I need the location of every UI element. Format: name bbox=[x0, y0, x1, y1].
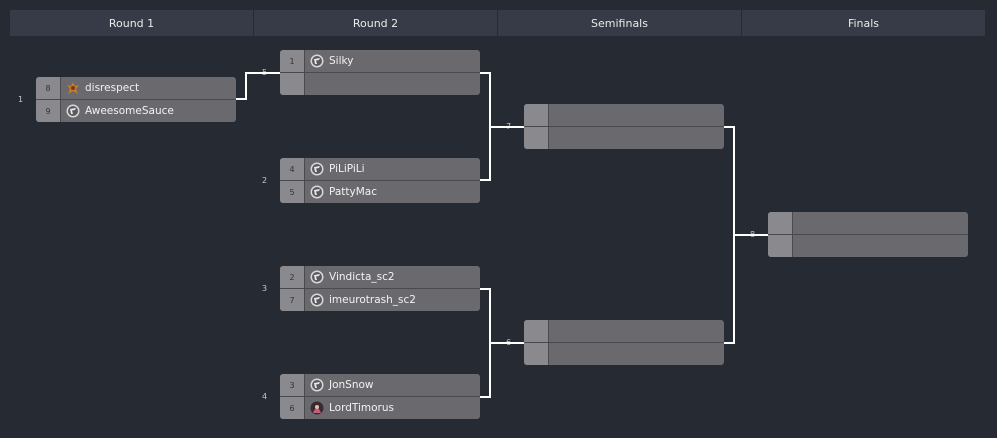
protoss-icon bbox=[310, 401, 324, 415]
seed bbox=[524, 343, 549, 365]
match-slot-bottom[interactable]: 7 imeurotrash_sc2 bbox=[280, 289, 480, 311]
match-slot-top[interactable]: 3 JonSnow bbox=[280, 374, 480, 396]
match-number: 2 bbox=[262, 176, 268, 185]
player-name: AweesomeSauce bbox=[85, 105, 174, 117]
match-number: 4 bbox=[262, 392, 268, 401]
match-slot-top[interactable] bbox=[768, 212, 968, 234]
round-header-finals[interactable]: Finals bbox=[742, 10, 985, 36]
round-header-semifinals[interactable]: Semifinals bbox=[498, 10, 741, 36]
player-name: disrespect bbox=[85, 82, 140, 94]
player-name: PattyMac bbox=[329, 186, 378, 198]
divider bbox=[36, 99, 236, 100]
match-slot-bottom[interactable] bbox=[524, 343, 724, 365]
player-name: Vindicta_sc2 bbox=[329, 271, 395, 283]
seed: 8 bbox=[36, 77, 61, 99]
match-slot-top[interactable]: 1 Silky bbox=[280, 50, 480, 72]
terran-icon bbox=[310, 293, 324, 307]
seed: 5 bbox=[280, 181, 305, 203]
seed bbox=[524, 104, 549, 126]
terran-icon bbox=[310, 54, 324, 68]
divider bbox=[524, 126, 724, 127]
rounds-header: Round 1 Round 2 Semifinals Finals bbox=[10, 10, 986, 36]
seed: 7 bbox=[280, 289, 305, 311]
match-slot-bottom[interactable]: 6 LordTimorus bbox=[280, 397, 480, 419]
match-5[interactable]: 1 Silky bbox=[280, 50, 480, 95]
divider bbox=[280, 396, 480, 397]
divider bbox=[280, 72, 480, 73]
match-6[interactable] bbox=[524, 320, 724, 365]
match-8[interactable] bbox=[768, 212, 968, 257]
seed bbox=[768, 235, 793, 257]
seed bbox=[524, 127, 549, 149]
connector-line bbox=[236, 72, 280, 100]
match-2[interactable]: 4 PiLiPiLi 5 PattyMac bbox=[280, 158, 480, 203]
match-slot-top[interactable] bbox=[524, 320, 724, 342]
seed: 1 bbox=[280, 50, 305, 72]
match-slot-top[interactable]: 8 disrespect bbox=[36, 77, 236, 99]
divider bbox=[280, 288, 480, 289]
seed: 9 bbox=[36, 100, 61, 122]
connector-line bbox=[480, 288, 491, 398]
divider bbox=[280, 180, 480, 181]
match-4[interactable]: 3 JonSnow 6 LordTimorus bbox=[280, 374, 480, 419]
terran-icon bbox=[66, 104, 80, 118]
seed: 3 bbox=[280, 374, 305, 396]
divider bbox=[524, 342, 724, 343]
match-slot-top[interactable]: 4 PiLiPiLi bbox=[280, 158, 480, 180]
match-number: 3 bbox=[262, 284, 268, 293]
match-slot-bottom[interactable] bbox=[768, 235, 968, 257]
match-slot-bottom[interactable] bbox=[524, 127, 724, 149]
player-name: JonSnow bbox=[329, 379, 374, 391]
match-slot-top[interactable] bbox=[524, 104, 724, 126]
player-name: LordTimorus bbox=[329, 402, 394, 414]
match-slot-bottom[interactable] bbox=[280, 73, 480, 95]
seed: 4 bbox=[280, 158, 305, 180]
zerg-icon bbox=[66, 81, 80, 95]
player-name: PiLiPiLi bbox=[329, 163, 365, 175]
connector-line bbox=[724, 126, 735, 344]
terran-icon bbox=[310, 270, 324, 284]
seed: 2 bbox=[280, 266, 305, 288]
match-3[interactable]: 2 Vindicta_sc2 7 imeurotrash_sc2 bbox=[280, 266, 480, 311]
connector-line bbox=[480, 72, 491, 181]
match-slot-bottom[interactable]: 9 AweesomeSauce bbox=[36, 100, 236, 122]
seed bbox=[524, 320, 549, 342]
divider bbox=[768, 234, 968, 235]
seed bbox=[768, 212, 793, 234]
terran-icon bbox=[310, 378, 324, 392]
match-7[interactable] bbox=[524, 104, 724, 149]
match-number: 1 bbox=[18, 95, 24, 104]
terran-icon bbox=[310, 162, 324, 176]
terran-icon bbox=[310, 185, 324, 199]
match-slot-top[interactable]: 2 Vindicta_sc2 bbox=[280, 266, 480, 288]
round-header-round-1[interactable]: Round 1 bbox=[10, 10, 253, 36]
player-name: imeurotrash_sc2 bbox=[329, 294, 416, 306]
seed: 6 bbox=[280, 397, 305, 419]
match-slot-bottom[interactable]: 5 PattyMac bbox=[280, 181, 480, 203]
round-header-round-2[interactable]: Round 2 bbox=[254, 10, 497, 36]
match-1[interactable]: 8 disrespect 9 AweesomeSauce bbox=[36, 77, 236, 122]
seed bbox=[280, 73, 305, 95]
player-name: Silky bbox=[329, 55, 354, 67]
